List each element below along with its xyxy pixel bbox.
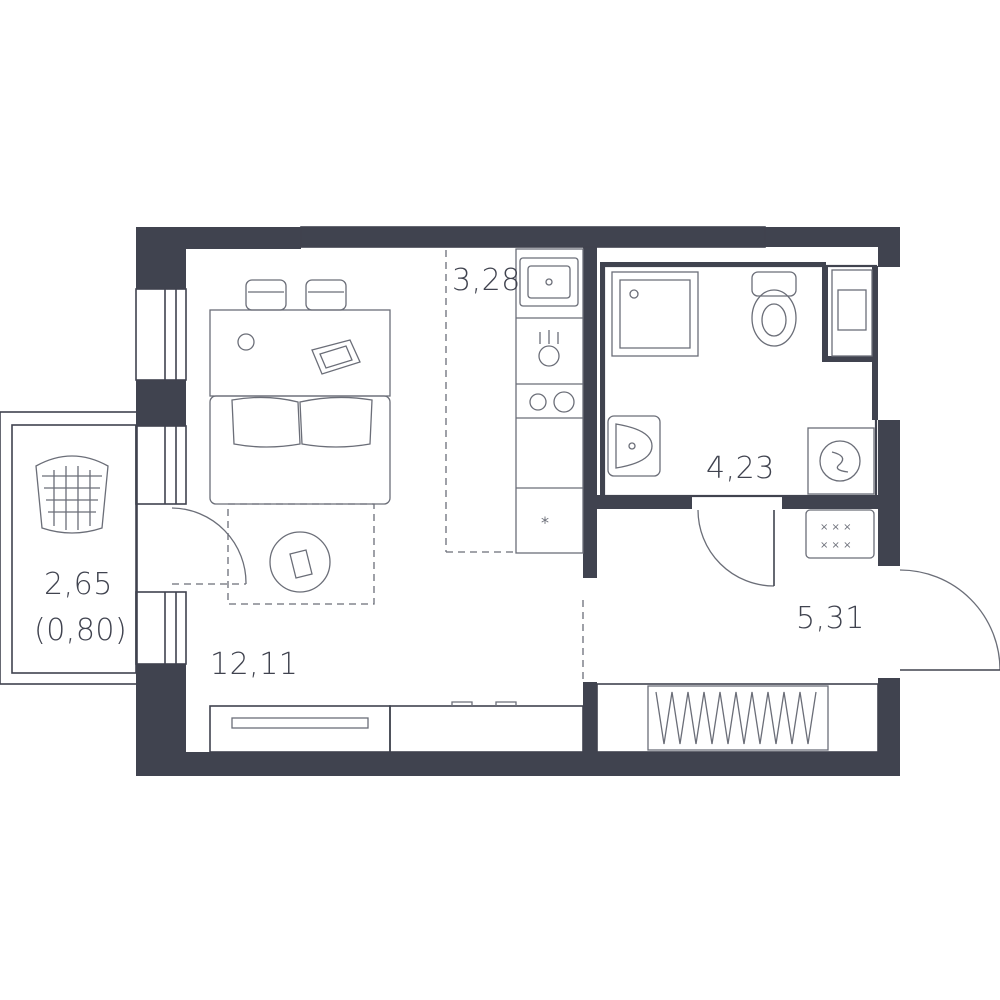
rug — [227, 503, 375, 605]
tv-cabinet — [209, 701, 584, 753]
kitchen: * — [445, 248, 584, 554]
wardrobe — [596, 683, 879, 753]
walls — [136, 227, 900, 776]
balcony-area-reduced: (0,80) — [34, 613, 127, 648]
living-room — [209, 279, 584, 753]
hall-cabinet: × × × × × × — [805, 509, 875, 559]
chair-icon-2 — [305, 279, 347, 311]
entrance-door-swing — [899, 569, 1000, 671]
coffee-table — [269, 531, 331, 593]
balcony-area: 2,65 — [44, 567, 113, 602]
chair-icon — [245, 279, 287, 311]
bathroom — [600, 262, 878, 498]
bathroom-area: 4,23 — [706, 451, 775, 486]
balcony-door-swing — [171, 507, 247, 585]
window-top — [300, 226, 766, 248]
kitchen-area: 3,28 — [452, 263, 521, 298]
svg-text:× × ×: × × × — [820, 522, 852, 533]
svg-text:*: * — [541, 513, 549, 532]
hall-area: 5,31 — [796, 601, 865, 636]
window-left-top — [135, 288, 187, 381]
lamp-icon — [237, 333, 255, 351]
extractor-hood-icon — [538, 330, 560, 367]
balcony — [0, 411, 138, 685]
cooktop-icon — [529, 391, 575, 413]
kitchen-sink-icon — [519, 257, 579, 307]
window-left-bottom — [135, 591, 187, 665]
sink-icon — [607, 415, 661, 477]
svg-text:× × ×: × × × — [820, 540, 852, 551]
living-room-area: 12,11 — [210, 647, 298, 682]
washing-machine-icon — [807, 427, 875, 495]
window-left-mid — [135, 425, 187, 505]
bathroom-door-swing — [697, 509, 775, 587]
laptop-icon — [311, 339, 361, 375]
laundry-basket-icon — [35, 455, 109, 534]
desk — [209, 309, 391, 397]
sofa — [209, 395, 391, 505]
toilet-icon — [751, 271, 797, 347]
